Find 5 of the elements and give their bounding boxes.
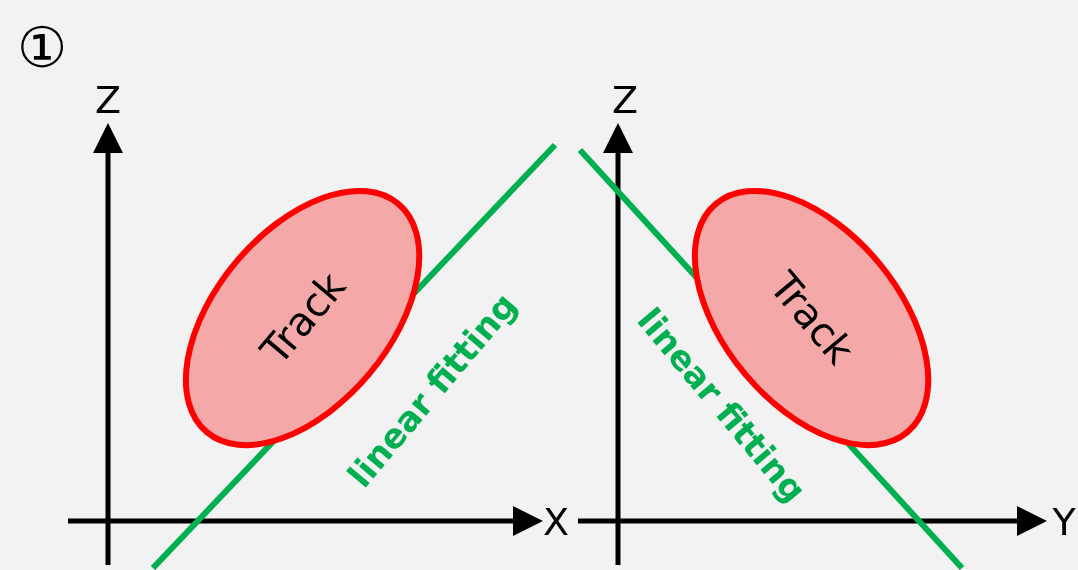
axis-label: Z [95,81,121,119]
axis-label: Z [612,81,638,119]
panel-number: ① [16,20,68,76]
axis-label: X [543,503,569,541]
axis-label: Y [1052,503,1076,541]
